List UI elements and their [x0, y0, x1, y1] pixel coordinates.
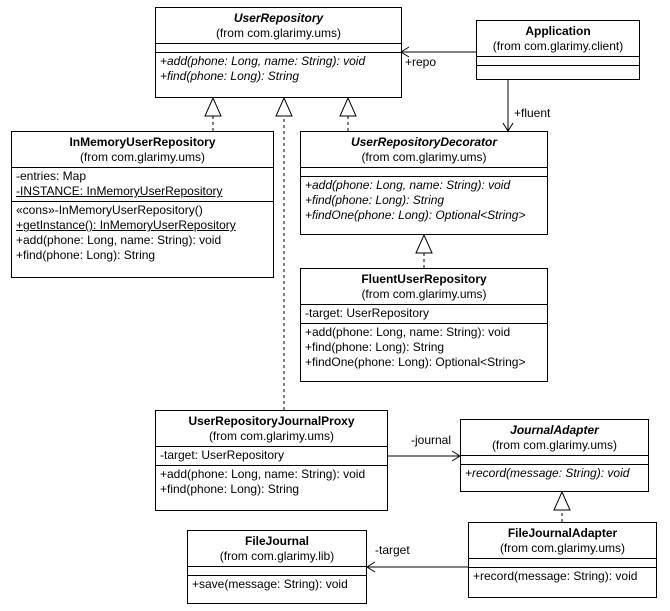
user-repository-decorator-class: UserRepositoryDecorator (from com.glarim… [300, 131, 548, 235]
fluent-user-repository-class: FluentUserRepository (from com.glarimy.u… [300, 268, 548, 382]
attributes-compartment [301, 168, 547, 177]
method: +find(phone: Long): String [160, 69, 300, 83]
class-package: (from com.glarimy.ums) [79, 150, 206, 164]
method: +find(phone: Long): String [305, 193, 445, 207]
attributes-compartment [477, 57, 639, 66]
in-memory-user-repository-class: InMemoryUserRepository (from com.glarimy… [11, 131, 274, 278]
class-name: FluentUserRepository [361, 272, 487, 286]
journal-adapter-class: JournalAdapter (from com.glarimy.ums) +r… [460, 419, 649, 492]
class-header: UserRepository (from com.glarimy.ums) [156, 8, 401, 44]
class-header: InMemoryUserRepository (from com.glarimy… [12, 132, 273, 168]
methods-compartment: «cons»-InMemoryUserRepository() +getInst… [12, 202, 273, 265]
class-package: (from com.glarimy.ums) [499, 541, 626, 555]
class-name: UserRepositoryJournalProxy [188, 414, 355, 428]
user-repository-journal-proxy-class: UserRepositoryJournalProxy (from com.gla… [155, 410, 388, 511]
methods-compartment [477, 66, 639, 74]
class-name: FileJournalAdapter [507, 526, 618, 540]
method: +findOne(phone: Long): Optional<String> [305, 208, 526, 222]
class-header: UserRepositoryDecorator (from com.glarim… [301, 132, 547, 168]
class-name: JournalAdapter [510, 423, 599, 437]
class-package: (from com.glarimy.client) [492, 39, 624, 53]
method: +getInstance(): InMemoryUserRepository [16, 218, 236, 232]
class-name: UserRepository [233, 11, 324, 25]
methods-compartment: +save(message: String): void [188, 576, 366, 594]
attribute: -INSTANCE: InMemoryUserRepository [16, 184, 223, 198]
class-header: FileJournal (from com.glarimy.lib) [188, 531, 366, 567]
inmemory-realization-arrowhead [204, 96, 222, 117]
class-header: FluentUserRepository (from com.glarimy.u… [301, 269, 547, 305]
class-name: Application [525, 24, 591, 38]
user-repository-class: UserRepository (from com.glarimy.ums) +a… [155, 7, 402, 98]
method: +record(message: String): void [465, 466, 630, 480]
class-header: JournalAdapter (from com.glarimy.ums) [461, 420, 648, 456]
methods-compartment: +add(phone: Long, name: String): void +f… [156, 53, 401, 86]
attributes-compartment [156, 44, 401, 53]
class-header: UserRepositoryJournalProxy (from com.gla… [156, 411, 387, 447]
proxy-realization-arrowhead [275, 96, 293, 117]
application-class: Application (from com.glarimy.client) [476, 20, 640, 80]
methods-compartment: +add(phone: Long, name: String): void +f… [301, 324, 547, 372]
method: +find(phone: Long): String [160, 482, 300, 496]
file-journal-class: FileJournal (from com.glarimy.lib) +save… [187, 530, 367, 604]
class-package: (from com.glarimy.ums) [361, 287, 487, 301]
class-name: UserRepositoryDecorator [350, 135, 498, 149]
methods-compartment: +record(message: String): void [469, 568, 656, 586]
attributes-compartment [188, 567, 366, 576]
method: +record(message: String): void [473, 569, 638, 583]
method: +find(phone: Long): String [16, 248, 156, 262]
target-role-label: -target [375, 543, 410, 557]
attributes-compartment: -target: UserRepository [301, 305, 547, 324]
attributes-compartment: -entries: Map -INSTANCE: InMemoryUserRep… [12, 168, 273, 202]
file-journal-adapter-class: FileJournalAdapter (from com.glarimy.ums… [468, 522, 657, 598]
class-name: FileJournal [244, 534, 309, 548]
method: +add(phone: Long, name: String): void [160, 54, 366, 68]
method: +save(message: String): void [192, 577, 348, 591]
class-header: Application (from com.glarimy.client) [477, 21, 639, 57]
repo-role-label: +repo [405, 55, 437, 69]
class-package: (from com.glarimy.ums) [208, 429, 335, 443]
file-adapter-realization-arrowhead [553, 490, 571, 511]
methods-compartment: +add(phone: Long, name: String): void +f… [301, 177, 547, 225]
attribute: -target: UserRepository [160, 448, 285, 462]
target-association-arrowhead [366, 561, 376, 573]
class-header: FileJournalAdapter (from com.glarimy.ums… [469, 523, 656, 559]
attributes-compartment [469, 559, 656, 568]
attributes-compartment [461, 456, 648, 465]
method: +add(phone: Long, name: String): void [160, 467, 366, 481]
class-name: InMemoryUserRepository [69, 135, 216, 149]
fluent-realization-arrowhead [415, 233, 433, 254]
fluent-role-label: +fluent [514, 106, 551, 120]
journal-role-label: -journal [411, 433, 452, 447]
method: «cons»-InMemoryUserRepository() [16, 203, 203, 217]
methods-compartment: +record(message: String): void [461, 465, 648, 483]
method: +findOne(phone: Long): Optional<String> [305, 355, 526, 369]
class-package: (from com.glarimy.ums) [361, 150, 487, 164]
method: +find(phone: Long): String [305, 340, 445, 354]
methods-compartment: +add(phone: Long, name: String): void +f… [156, 466, 387, 499]
class-package: (from com.glarimy.ums) [215, 26, 342, 40]
attribute: -target: UserRepository [305, 306, 430, 320]
method: +add(phone: Long, name: String): void [305, 178, 511, 192]
class-package: (from com.glarimy.lib) [219, 549, 335, 563]
class-package: (from com.glarimy.ums) [491, 438, 618, 452]
attribute: -entries: Map [16, 169, 87, 183]
method: +add(phone: Long, name: String): void [16, 233, 222, 247]
decorator-realization-arrowhead [339, 96, 357, 117]
method: +add(phone: Long, name: String): void [305, 325, 511, 339]
attributes-compartment: -target: UserRepository [156, 447, 387, 466]
